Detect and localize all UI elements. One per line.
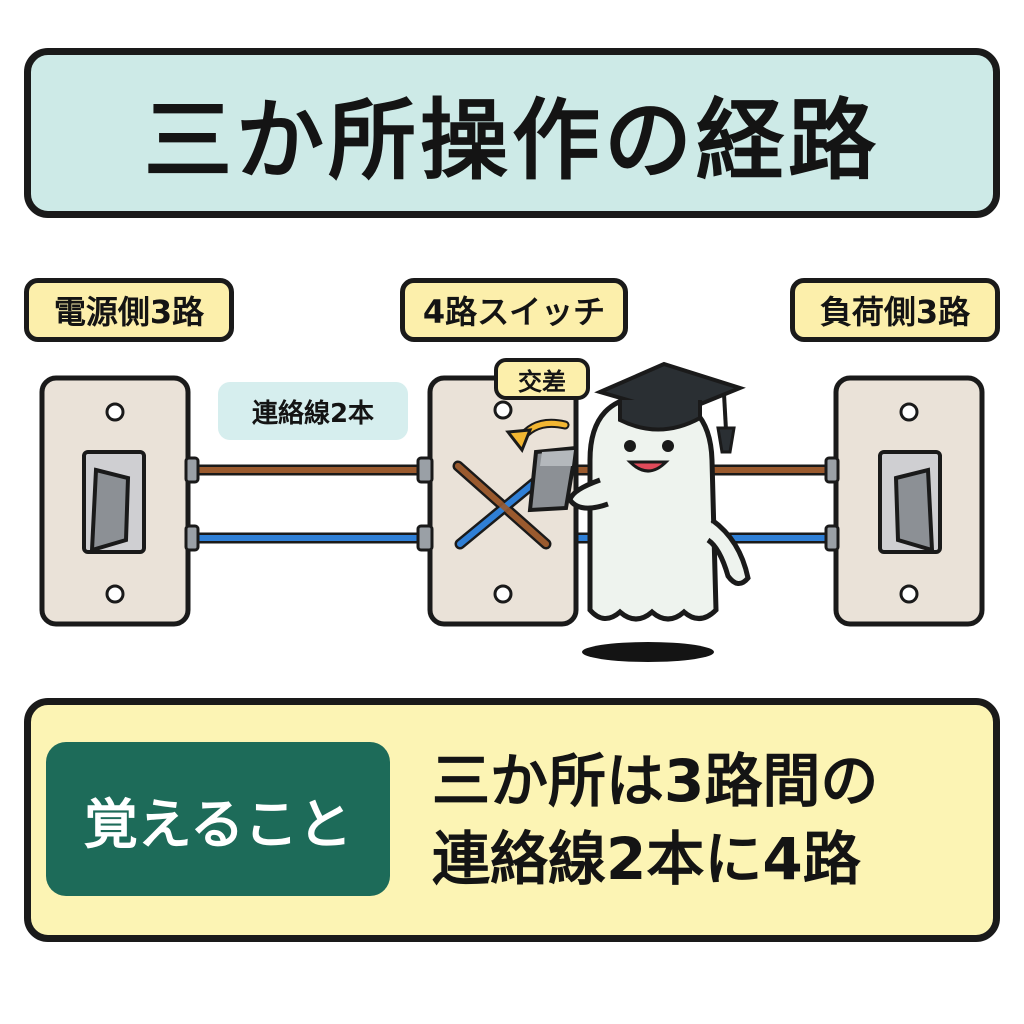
ghost-mascot <box>527 361 751 662</box>
memo-text: 三か所は3路間の 連絡線2本に4路 <box>432 742 972 898</box>
label-load-side: 負荷側3路 <box>790 278 1000 342</box>
crossed-wires <box>452 460 552 550</box>
graduation-cap-icon <box>594 361 746 454</box>
label-cross: 交差 <box>494 358 590 400</box>
wiring-diagram <box>39 361 985 662</box>
memo-line-1: 三か所は3路間の <box>432 747 879 815</box>
switch-handle <box>527 445 579 513</box>
title-banner: 三か所操作の経路 <box>24 48 1000 218</box>
three-way-switch-power <box>39 375 200 627</box>
label-traveler-wires: 連絡線2本 <box>218 382 408 440</box>
memo-line-2: 連絡線2本に4路 <box>432 825 861 893</box>
memo-badge: 覚えること <box>46 742 390 896</box>
page-title: 三か所操作の経路 <box>143 88 880 192</box>
label-power-side: 電源側3路 <box>24 278 234 342</box>
label-four-way: 4路スイッチ <box>400 278 628 342</box>
three-way-switch-load <box>824 375 985 627</box>
four-way-switch <box>416 375 579 627</box>
swap-arrow-icon <box>505 418 570 453</box>
ghost-shadow <box>582 642 714 662</box>
